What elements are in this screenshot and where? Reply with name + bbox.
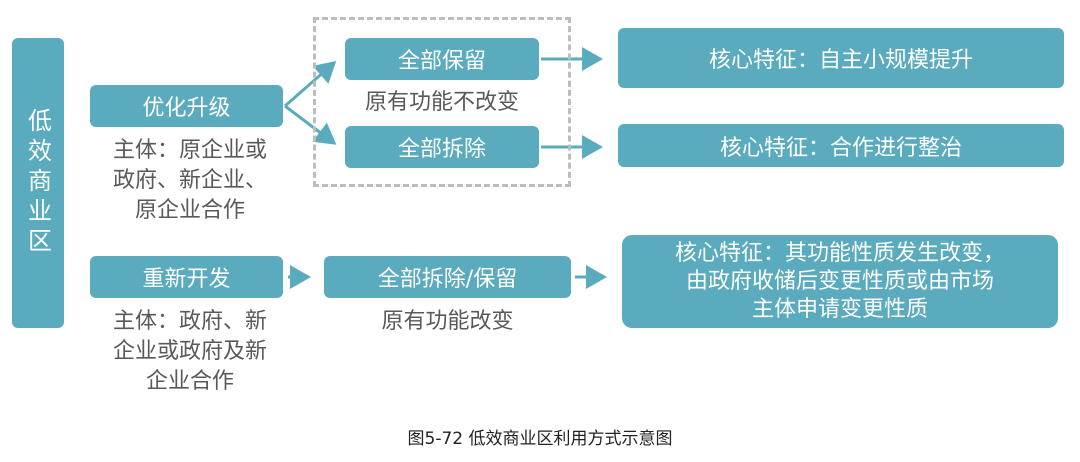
arrow-to-demolish — [284, 104, 337, 145]
text-line: 主体申请变更性质 — [751, 296, 928, 322]
upgrade-options-group — [313, 17, 571, 187]
text-line: 原企业合作 — [134, 198, 245, 223]
redevelop-box: 重新开发 — [90, 256, 283, 298]
demolish-feature-box: 核心特征：合作进行整治 — [618, 124, 1064, 167]
retain-note: 原有功能不改变 — [364, 90, 519, 115]
redevelop-action-box: 全部拆除/保留 — [324, 256, 571, 298]
redevelop-subject: 主体：政府、新 企业或政府及新 企业合作 — [90, 307, 290, 397]
upgrade-subject: 主体：原企业或 政府、新企业、 原企业合作 — [90, 136, 290, 226]
redevelop-note: 原有功能改变 — [381, 309, 514, 334]
low-efficiency-commercial-label: 低效商业区 — [12, 38, 64, 328]
arrow-to-retain — [284, 61, 337, 108]
retain-feature-box: 核心特征：自主小规模提升 — [618, 28, 1064, 88]
text-line: 核心特征：其功能性质发生改变， — [674, 240, 1005, 266]
text-line: 由政府收储后变更性质或由市场 — [685, 268, 994, 294]
text-line: 主体：原企业或 — [112, 138, 267, 163]
figure-caption: 图5-72 低效商业区利用方式示意图 — [407, 429, 673, 449]
upgrade-box: 优化升级 — [90, 85, 283, 127]
text-line: 政府、新企业、 — [112, 168, 267, 193]
text-line: 主体：政府、新 — [112, 309, 267, 334]
text-line: 企业或政府及新 — [112, 339, 267, 364]
retain-box: 全部保留 — [345, 38, 539, 80]
redevelop-feature-box: 核心特征：其功能性质发生改变， 由政府收储后变更性质或由市场 主体申请变更性质 — [622, 235, 1058, 328]
text-line: 企业合作 — [145, 369, 234, 394]
demolish-box: 全部拆除 — [345, 126, 539, 168]
